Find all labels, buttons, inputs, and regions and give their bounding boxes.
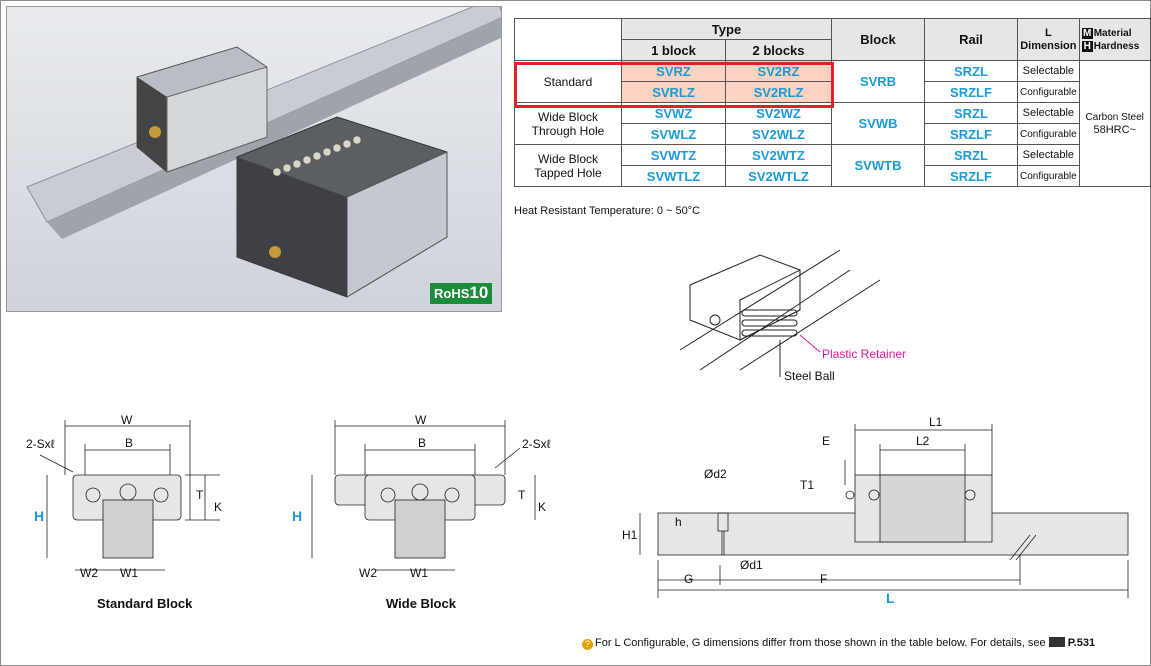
- material-m-icon: M: [1081, 27, 1093, 39]
- std-sx: 2-Sxℓ: [26, 437, 55, 451]
- row-label-standard: Standard: [514, 60, 622, 103]
- header-hardness-label: Hardness: [1093, 40, 1140, 52]
- header-rail: Rail: [924, 18, 1018, 61]
- retainer-illustration: [679, 249, 881, 377]
- rail-srzlf[interactable]: SRZLF: [924, 123, 1018, 145]
- std-B: B: [125, 436, 134, 450]
- wide-W1: W1: [410, 566, 428, 580]
- standard-block-drawing: [39, 420, 220, 571]
- rail-srzlf[interactable]: SRZLF: [924, 165, 1018, 187]
- rail-srzl[interactable]: SRZL: [924, 102, 1018, 124]
- side-L1: L1: [929, 415, 943, 429]
- material-line2: 58HRC~: [1093, 123, 1136, 136]
- steel-ball-label: Steel Ball: [784, 369, 835, 383]
- wide-W2: W2: [359, 566, 377, 580]
- material-line1: Carbon Steel: [1085, 111, 1144, 123]
- wide-T: T: [518, 488, 526, 502]
- block-svrb[interactable]: SVRB: [831, 60, 925, 103]
- row-label-wide-tapped: Wide Block Tapped Hole: [514, 144, 622, 187]
- footnote: ?For L Configurable, G dimensions differ…: [582, 637, 1095, 650]
- side-d1: Ød1: [740, 558, 763, 572]
- wide-label-1: Wide Block: [537, 109, 599, 124]
- question-icon: ?: [582, 639, 593, 650]
- std-H: H: [34, 508, 45, 524]
- through-label-2: Through Hole: [531, 123, 605, 138]
- wide-block-caption: Wide Block: [386, 596, 456, 611]
- material-cell: Carbon Steel 58HRC~: [1078, 60, 1151, 187]
- part-sv2wtz[interactable]: SV2WTZ: [725, 144, 832, 166]
- side-L2: L2: [916, 434, 930, 448]
- l-selectable: Selectable: [1017, 60, 1080, 82]
- header-one-block: 1 block: [621, 39, 726, 61]
- plastic-retainer-label: Plastic Retainer: [822, 347, 907, 361]
- l-selectable: Selectable: [1017, 102, 1080, 124]
- empty-header-cell: [514, 18, 622, 61]
- part-svrlz[interactable]: SVRLZ: [621, 81, 726, 103]
- product-photo: RoHS10: [6, 6, 502, 312]
- header-block: Block: [831, 18, 925, 61]
- part-svwlz[interactable]: SVWLZ: [621, 123, 726, 145]
- hardness-h-icon: H: [1081, 40, 1093, 52]
- page-ref-link[interactable]: P.531: [1067, 637, 1096, 649]
- block-svwtb[interactable]: SVWTB: [831, 144, 925, 187]
- side-H1: H1: [622, 528, 638, 542]
- header-material-label: Material: [1093, 27, 1132, 39]
- l-configurable: Configurable: [1017, 123, 1080, 145]
- footnote-text: For L Configurable, G dimensions differ …: [595, 637, 1046, 649]
- wide-block-drawing: [311, 420, 536, 571]
- wide-label-1: Wide Block: [537, 151, 599, 166]
- side-T1: T1: [800, 478, 815, 492]
- rohs-number: 10: [469, 283, 489, 302]
- rohs-badge: RoHS10: [430, 283, 493, 304]
- rail-srzl[interactable]: SRZL: [924, 144, 1018, 166]
- std-K: K: [214, 500, 223, 514]
- standard-block-caption: Standard Block: [97, 596, 193, 611]
- row-label-wide-through: Wide Block Through Hole: [514, 102, 622, 145]
- part-sv2rz[interactable]: SV2RZ: [725, 60, 832, 82]
- header-l-dimension: L Dimension: [1017, 18, 1080, 61]
- std-T: T: [196, 488, 204, 502]
- side-view-drawing: [639, 424, 1129, 598]
- rohs-label: RoHS: [434, 286, 470, 301]
- part-svwtz[interactable]: SVWTZ: [621, 144, 726, 166]
- header-two-blocks: 2 blocks: [725, 39, 832, 61]
- wide-B: B: [418, 436, 427, 450]
- wide-W: W: [415, 413, 427, 427]
- rail-srzlf[interactable]: SRZLF: [924, 81, 1018, 103]
- l-configurable: Configurable: [1017, 165, 1080, 187]
- side-d2: Ød2: [704, 467, 727, 481]
- block-svwb[interactable]: SVWB: [831, 102, 925, 145]
- side-E: E: [822, 434, 831, 448]
- std-W: W: [121, 413, 133, 427]
- side-h: h: [675, 515, 682, 529]
- wide-H: H: [292, 508, 303, 524]
- part-sv2wlz[interactable]: SV2WLZ: [725, 123, 832, 145]
- wide-K: K: [538, 500, 547, 514]
- header-type: Type: [621, 18, 832, 40]
- std-W2: W2: [80, 566, 98, 580]
- highlight-box: [514, 62, 834, 108]
- part-svrz[interactable]: SVRZ: [621, 60, 726, 82]
- side-G: G: [684, 572, 694, 586]
- header-dimension: Dimension: [1020, 39, 1077, 52]
- rail-srzl[interactable]: SRZL: [924, 60, 1018, 82]
- part-svwtlz[interactable]: SVWTLZ: [621, 165, 726, 187]
- l-configurable: Configurable: [1017, 81, 1080, 103]
- std-W1: W1: [120, 566, 138, 580]
- part-sv2wtlz[interactable]: SV2WTLZ: [725, 165, 832, 187]
- header-l: L: [1044, 26, 1052, 39]
- page-ref-icon: [1048, 637, 1065, 647]
- side-L: L: [886, 590, 895, 606]
- side-F: F: [820, 572, 828, 586]
- tapped-label-2: Tapped Hole: [534, 165, 602, 180]
- l-selectable: Selectable: [1017, 144, 1080, 166]
- heat-resistant-text: Heat Resistant Temperature: 0 ~ 50°C: [514, 205, 701, 217]
- wide-sx: 2-Sxℓ: [522, 437, 551, 451]
